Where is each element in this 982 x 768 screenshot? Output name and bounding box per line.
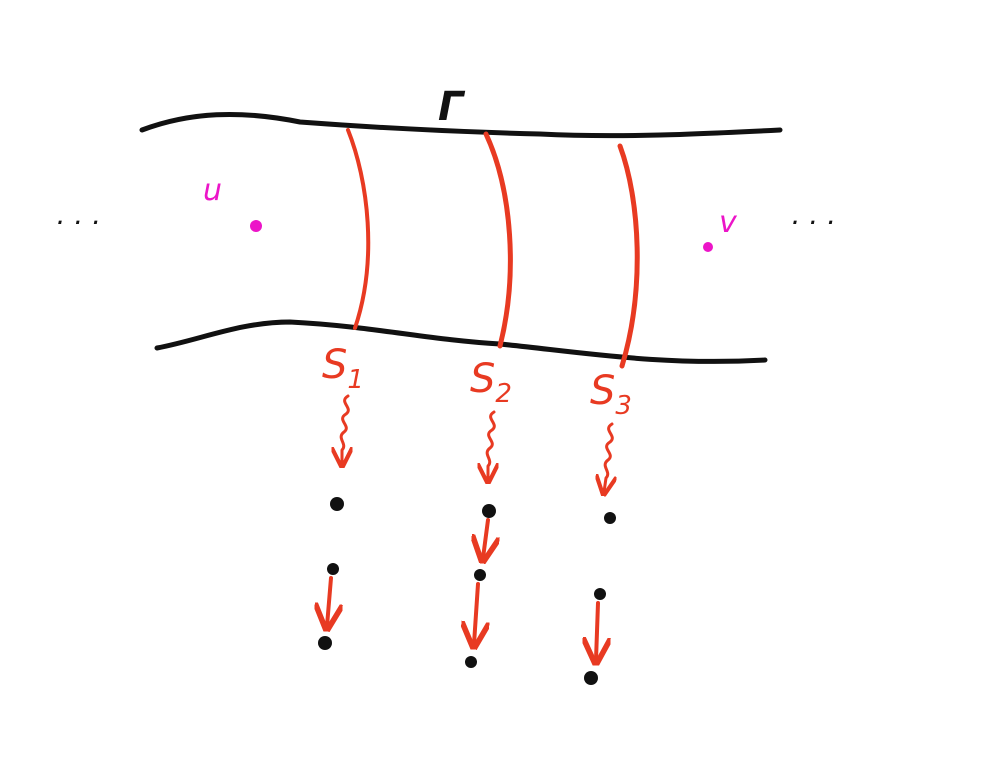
s3-dot-3 (584, 671, 598, 685)
separator-s3-label: S3 (590, 368, 632, 421)
s1-dot-2 (327, 563, 339, 575)
ellipsis-right: · · · (790, 206, 835, 239)
separator-s3-index: 3 (615, 391, 632, 421)
vertex-u-dot (250, 220, 262, 232)
s2-dot-1 (482, 504, 496, 518)
s2-dot-3 (465, 656, 477, 668)
strip-top-boundary (139, 111, 783, 139)
s1-dot-1 (330, 497, 344, 511)
s1-dot-3 (318, 636, 332, 650)
separator-s3 (617, 143, 640, 369)
s2-arrow-down-2 (474, 582, 478, 644)
separator-s1-index: 1 (347, 365, 364, 395)
vertex-v-dot (703, 242, 713, 252)
s3-dot-1 (604, 512, 616, 524)
separator-s1-letter: S (322, 342, 347, 388)
separator-s2-label: S2 (470, 356, 512, 409)
separator-s2 (483, 131, 513, 349)
vertex-u-label: u (203, 173, 222, 208)
s3-dot-2 (594, 588, 606, 600)
separator-s2-index: 2 (495, 379, 512, 409)
vertex-v-label: v (719, 205, 738, 240)
squiggle-arrow-s1 (341, 394, 348, 464)
region-label-gamma: Γ (438, 84, 466, 130)
separator-s2-letter: S (470, 356, 495, 402)
strip-bottom-boundary (154, 319, 768, 364)
ellipsis-left: · · · (55, 206, 100, 239)
squiggle-arrow-s3 (604, 422, 612, 492)
separator-s3-letter: S (590, 368, 615, 414)
s3-arrow-down (596, 601, 598, 660)
separator-s1-label: S1 (322, 342, 364, 395)
s1-arrow-down (327, 576, 331, 626)
separator-s1 (346, 128, 371, 330)
s2-dot-2 (474, 569, 486, 581)
s2-arrow-down-1 (483, 518, 488, 558)
squiggle-arrow-s2 (487, 410, 494, 480)
